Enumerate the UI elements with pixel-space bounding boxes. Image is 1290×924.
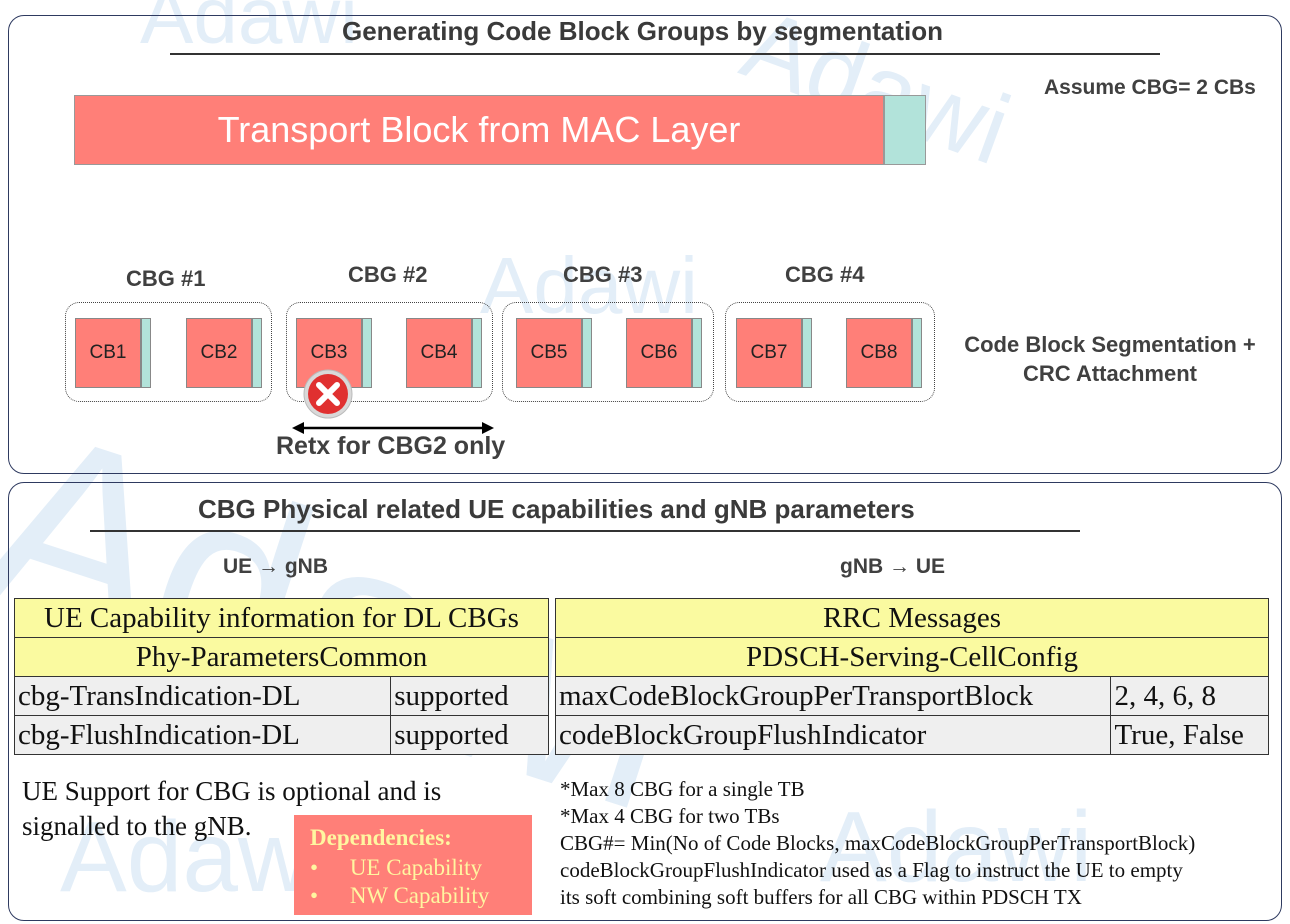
transport-block: Transport Block from MAC Layer xyxy=(74,95,884,165)
note-line: codeBlockGroupFlushIndicator used as a F… xyxy=(560,858,1183,882)
cb-crc xyxy=(912,318,922,388)
dependencies-title: Dependencies: xyxy=(310,825,452,850)
table-subheader: Phy-ParametersCommon xyxy=(14,637,549,677)
title-underline xyxy=(90,530,1080,532)
cbg-label: CBG #3 xyxy=(563,262,643,287)
cbg-label: CBG #2 xyxy=(348,262,428,287)
param-value: supported xyxy=(390,715,549,755)
table-header-row: RRC Messages xyxy=(555,598,1269,638)
ue-support-line1: UE Support for CBG is optional and is xyxy=(22,776,442,806)
note-line: its soft combining soft buffers for all … xyxy=(560,885,1082,909)
param-value: True, False xyxy=(1110,715,1269,755)
ue-to-gnb-label: UE → gNB xyxy=(223,555,328,578)
dependencies-box: Dependencies: • UE Capability • NW Capab… xyxy=(294,815,532,915)
note-line: *Max 4 CBG for two TBs xyxy=(560,804,780,828)
cbg-group xyxy=(502,302,714,402)
cb-crc xyxy=(362,318,372,388)
param-name: cbg-TransIndication-DL xyxy=(13,676,392,716)
cbg-group xyxy=(286,302,493,402)
code-block-label: CB8 xyxy=(860,342,898,363)
param-name: codeBlockGroupFlushIndicator xyxy=(554,715,1112,755)
code-block-label: CB3 xyxy=(310,342,348,363)
cb-crc xyxy=(582,318,592,388)
cbg-group xyxy=(725,302,935,402)
note-line: *Max 8 CBG for a single TB xyxy=(560,777,805,801)
param-name: maxCodeBlockGroupPerTransportBlock xyxy=(554,676,1112,716)
table-header-row: UE Capability information for DL CBGs xyxy=(14,598,549,638)
ue-support-note: UE Support for CBG is optional and is si… xyxy=(22,774,441,844)
dependency-item: • NW Capability xyxy=(310,883,490,908)
code-block: CB2 xyxy=(186,318,252,388)
code-block: CB6 xyxy=(626,318,692,388)
table-header: UE Capability information for DL CBGs xyxy=(14,598,549,638)
cb-crc xyxy=(692,318,702,388)
code-block: CB5 xyxy=(516,318,582,388)
segmentation-title: Generating Code Block Groups by segmenta… xyxy=(342,16,943,46)
cb-crc xyxy=(802,318,812,388)
code-block-label: CB5 xyxy=(530,342,568,363)
table-row: cbg-FlushIndication-DL supported xyxy=(13,715,549,755)
param-name: cbg-FlushIndication-DL xyxy=(13,715,392,755)
segmentation-panel xyxy=(8,15,1282,474)
capabilities-title: CBG Physical related UE capabilities and… xyxy=(198,494,915,524)
table-row: cbg-TransIndication-DL supported xyxy=(13,676,549,716)
param-value: supported xyxy=(390,676,549,716)
ue-support-line2: signalled to the gNB. xyxy=(22,811,252,841)
code-block: CB4 xyxy=(406,318,472,388)
cb-crc xyxy=(472,318,482,388)
retx-arrow xyxy=(292,422,494,434)
segmentation-line2: CRC Attachment xyxy=(1023,361,1197,386)
table-row: codeBlockGroupFlushIndicator True, False xyxy=(554,715,1269,755)
rrc-messages-table: RRC Messages PDSCH-Serving-CellConfig ma… xyxy=(554,598,1269,755)
table-subheader: PDSCH-Serving-CellConfig xyxy=(555,637,1269,677)
gnb-to-ue-label: gNB → UE xyxy=(840,555,945,578)
code-block: CB8 xyxy=(846,318,912,388)
segmentation-note: Code Block Segmentation + CRC Attachment xyxy=(950,330,1270,388)
assume-label: Assume CBG= 2 CBs xyxy=(1044,76,1256,99)
cbg-label: CBG #4 xyxy=(785,262,865,287)
transport-block-crc xyxy=(884,95,926,165)
notes-block: *Max 8 CBG for a single TB *Max 4 CBG fo… xyxy=(560,776,1195,911)
dependency-item: • UE Capability xyxy=(310,855,483,880)
bullet-icon: • xyxy=(310,883,319,908)
segmentation-line1: Code Block Segmentation + xyxy=(964,332,1256,357)
code-block-label: CB2 xyxy=(200,342,238,363)
param-value: 2, 4, 6, 8 xyxy=(1110,676,1269,716)
table-header-row: Phy-ParametersCommon xyxy=(14,637,549,677)
table-header: RRC Messages xyxy=(555,598,1269,638)
note-line: CBG#= Min(No of Code Blocks, maxCodeBloc… xyxy=(560,831,1196,855)
code-block-label: CB1 xyxy=(89,342,127,363)
code-block-label: CB4 xyxy=(420,342,458,363)
error-x-icon xyxy=(303,369,353,419)
cbg-group xyxy=(65,302,272,402)
table-header-row: PDSCH-Serving-CellConfig xyxy=(555,637,1269,677)
retx-label: Retx for CBG2 only xyxy=(276,432,506,460)
cb-crc xyxy=(141,318,151,388)
transport-block-label: Transport Block from MAC Layer xyxy=(217,109,741,150)
table-row: maxCodeBlockGroupPerTransportBlock 2, 4,… xyxy=(554,676,1269,716)
title-underline xyxy=(170,53,1160,55)
cb-crc xyxy=(252,318,262,388)
ue-capability-table: UE Capability information for DL CBGs Ph… xyxy=(13,598,549,755)
code-block-label: CB7 xyxy=(750,342,788,363)
cbg-label: CBG #1 xyxy=(126,266,206,291)
code-block: CB7 xyxy=(736,318,802,388)
code-block-label: CB6 xyxy=(640,342,678,363)
capabilities-panel xyxy=(8,482,1282,921)
code-block: CB1 xyxy=(75,318,141,388)
bullet-icon: • xyxy=(310,855,319,880)
